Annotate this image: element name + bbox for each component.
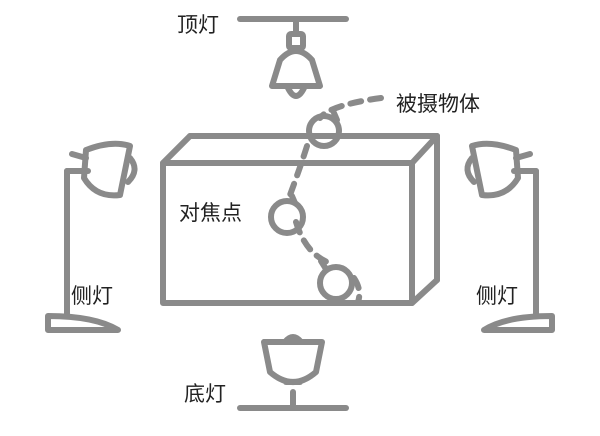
focus-point-label: 对焦点 [179, 201, 242, 225]
focus-point-middle [268, 193, 306, 236]
side-light-left-label: 侧灯 [71, 284, 113, 308]
side-light-left-icon [45, 140, 138, 333]
focus-point-top [306, 110, 342, 149]
top-light-label: 顶灯 [177, 13, 219, 37]
top-light-icon [237, 16, 349, 99]
subject-box [160, 133, 440, 306]
subject-label: 被摄物体 [396, 92, 480, 116]
bottom-light-icon [237, 334, 349, 411]
focus-path [287, 95, 384, 305]
side-light-right-label: 侧灯 [476, 284, 518, 308]
bottom-light-label: 底灯 [184, 382, 226, 406]
focus-point-bottom [317, 258, 355, 302]
side-light-right-icon [464, 140, 555, 333]
